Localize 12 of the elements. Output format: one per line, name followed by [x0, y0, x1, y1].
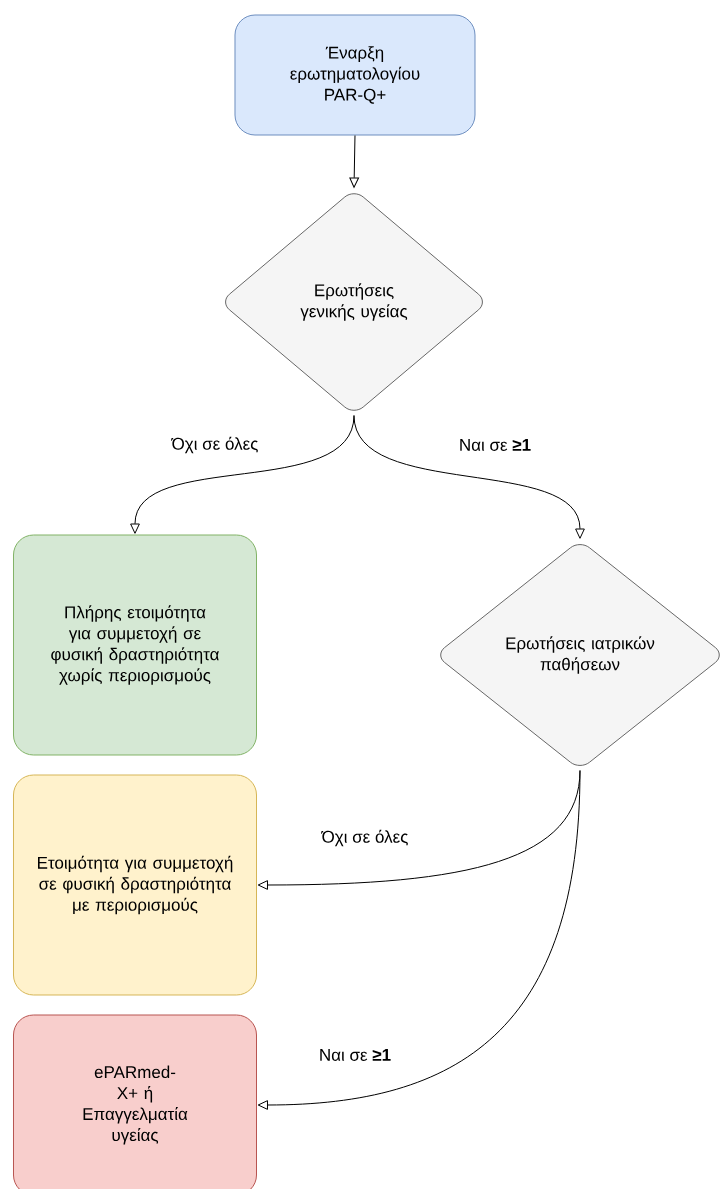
process-box: Ετοιμότητα για συμμετοχή σε φυσική δραστηριότητα με περιορισμούς: [13, 774, 257, 996]
arrow: [257, 770, 581, 1110]
process-box: Πλήρης ετοιμότητα για συμμετοχή σε φυσική δραστηριότητα χωρίς περιορισμούς: [13, 534, 257, 756]
arrow: [353, 415, 585, 539]
edge-label: Ναι σε ≥1: [316, 1047, 394, 1063]
process-box: ePARmed-X+ ή Επαγγελματία υγείας: [13, 1014, 257, 1189]
arrow: [130, 415, 355, 534]
process-box: Έναρξη ερωτηματολογίου PAR-Q+: [234, 14, 476, 136]
edge-label: Ναι σε ≥1: [456, 437, 534, 453]
edge-label: Όχι σε όλες: [169, 434, 261, 456]
edge-label: Όχι σε όλες: [319, 827, 411, 849]
arrow: [349, 135, 360, 188]
